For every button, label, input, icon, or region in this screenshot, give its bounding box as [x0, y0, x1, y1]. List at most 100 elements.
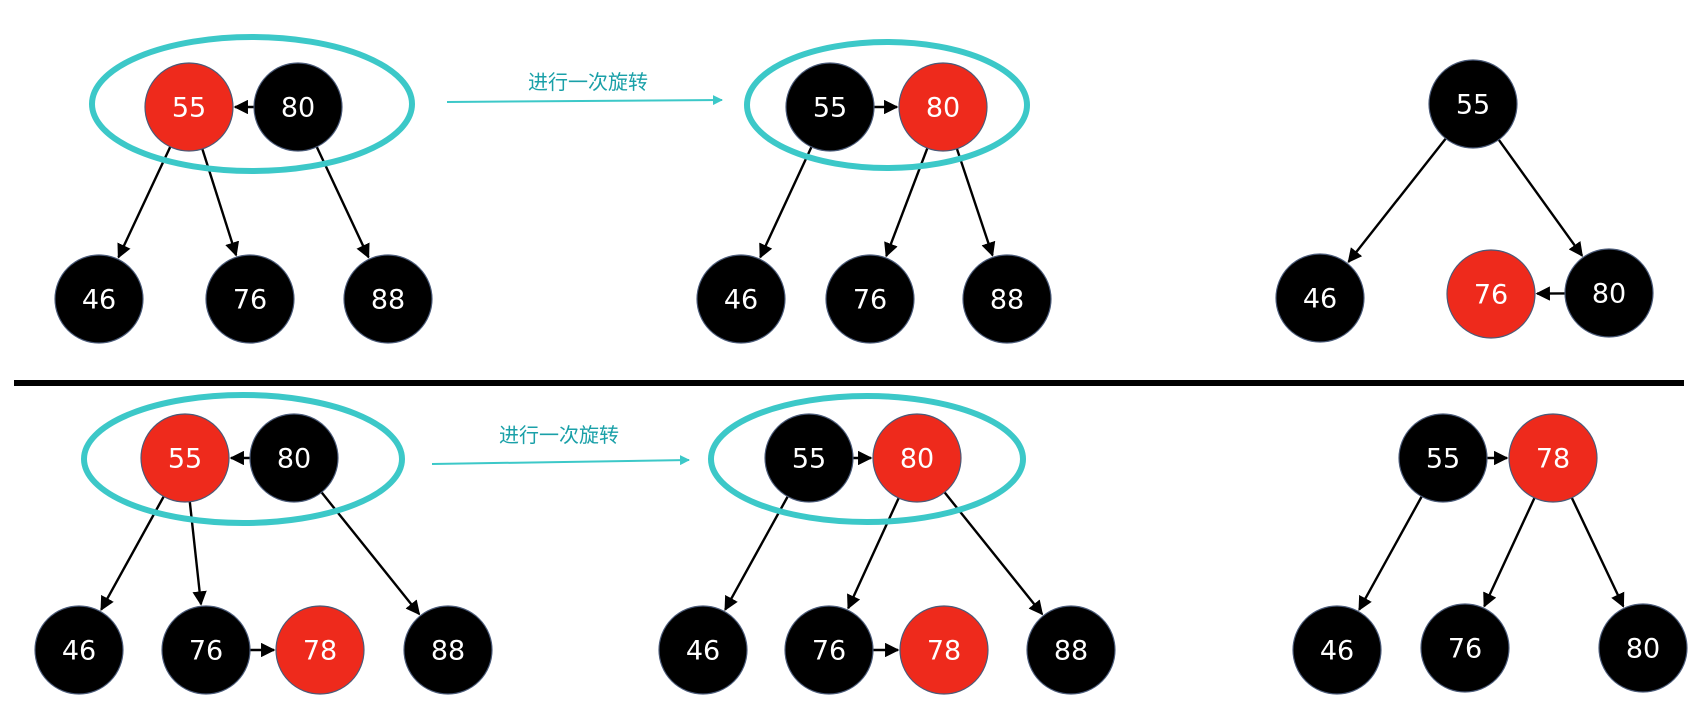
tree-node-top-after-rotation-55: 55 [1428, 59, 1518, 149]
tree-node-bottom-after-rotation-80: 80 [1598, 603, 1688, 693]
node-circle [785, 62, 875, 152]
node-circle [249, 413, 339, 503]
tree-node-bottom-before-46: 46 [34, 605, 124, 695]
tree-node-bottom-before-78: 78 [275, 605, 365, 695]
tree-node-bottom-after-rotation-76: 76 [1420, 603, 1510, 693]
node-circle [1292, 605, 1382, 695]
tree-edge-b2-55-to-b2-46 [724, 495, 789, 611]
node-circle [144, 62, 234, 152]
tree-node-bottom-before-80: 80 [249, 413, 339, 503]
node-circle [1428, 59, 1518, 149]
node-circle [1508, 413, 1598, 503]
node-label: 76 [1448, 634, 1482, 665]
node-label: 88 [1054, 636, 1088, 667]
node-label: 55 [172, 93, 206, 124]
tree-node-top-after-color-change-46: 46 [696, 254, 786, 344]
tree-edge-t1-55-to-t1-46 [117, 146, 172, 259]
node-label: 80 [277, 444, 311, 475]
node-label: 80 [1626, 634, 1660, 665]
node-label: 78 [1536, 444, 1570, 475]
tree-node-top-after-rotation-80: 80 [1564, 248, 1654, 338]
tree-node-bottom-before-76: 76 [161, 605, 251, 695]
edges-layer [100, 99, 1625, 658]
highlight-ellipse-bottom-left [81, 392, 405, 526]
node-label: 46 [724, 285, 758, 316]
node-label: 76 [1474, 280, 1508, 311]
node-circle [1026, 605, 1116, 695]
node-label: 80 [900, 444, 934, 475]
node-label: 80 [926, 93, 960, 124]
node-label: 76 [812, 636, 846, 667]
node-label: 88 [431, 636, 465, 667]
node-circle [898, 62, 988, 152]
node-label: 46 [1303, 284, 1337, 315]
node-label: 88 [990, 285, 1024, 316]
tree-node-bottom-after-color-change-80: 80 [872, 413, 962, 503]
tree-edge-b3-78-to-b3-76 [1483, 497, 1536, 608]
tree-node-top-before-46: 46 [54, 254, 144, 344]
highlight-ellipses-layer [81, 34, 1030, 526]
tree-edge-b3-78-to-b3-80 [1570, 497, 1625, 608]
rotation-label-top: 进行一次旋转 [528, 70, 648, 94]
node-label: 88 [371, 285, 405, 316]
node-circle [253, 62, 343, 152]
node-label: 76 [189, 636, 223, 667]
tree-edge-t1-55-to-t1-76 [201, 148, 240, 257]
node-label: 55 [813, 93, 847, 124]
node-label: 46 [1320, 636, 1354, 667]
node-label: 55 [1426, 444, 1460, 475]
tree-node-top-after-color-change-88: 88 [962, 254, 1052, 344]
tree-node-top-after-rotation-76: 76 [1446, 249, 1536, 339]
node-circle [872, 413, 962, 503]
highlight-ellipse-top-left [89, 34, 415, 174]
node-label: 78 [927, 636, 961, 667]
node-label: 76 [853, 285, 887, 316]
node-label: 55 [168, 444, 202, 475]
tree-edge-b3-55-to-b3-46 [1358, 495, 1423, 611]
node-label: 80 [1592, 279, 1626, 310]
highlight-ellipse-bottom-middle [708, 393, 1026, 525]
tree-node-bottom-after-color-change-46: 46 [658, 605, 748, 695]
tree-edge-b1-55-to-b1-46 [100, 495, 165, 611]
node-label: 46 [82, 285, 116, 316]
node-circle [696, 254, 786, 344]
tree-edge-t2-80-to-t2-88 [955, 148, 996, 257]
node-circle [205, 254, 295, 344]
node-circle [658, 605, 748, 695]
node-label: 78 [303, 636, 337, 667]
tree-node-bottom-after-color-change-76: 76 [784, 605, 874, 695]
node-circle [275, 605, 365, 695]
node-label: 80 [281, 93, 315, 124]
node-label: 76 [233, 285, 267, 316]
node-circle [1420, 603, 1510, 693]
tree-edge-b2-80-to-b2-88 [943, 491, 1044, 616]
tree-edge-t3-55-to-t3-80 [1497, 138, 1584, 257]
tree-node-top-before-55: 55 [144, 62, 234, 152]
tree-edge-t3-55-to-t3-46 [1347, 137, 1447, 264]
node-circle [1275, 253, 1365, 343]
tree-node-top-after-color-change-76: 76 [825, 254, 915, 344]
node-circle [1446, 249, 1536, 339]
node-circle [962, 254, 1052, 344]
node-circle [34, 605, 124, 695]
rotation-arrow-top [446, 95, 723, 106]
tree-node-top-before-80: 80 [253, 62, 343, 152]
tree-node-top-before-76: 76 [205, 254, 295, 344]
node-circle [140, 413, 230, 503]
tree-node-bottom-after-color-change-55: 55 [764, 413, 854, 503]
tree-edge-t2-55-to-t2-46 [759, 146, 813, 259]
rotation-label-bottom: 进行一次旋转 [499, 423, 619, 447]
tree-node-bottom-after-rotation-78: 78 [1508, 413, 1598, 503]
tree-node-top-before-88: 88 [343, 254, 433, 344]
tree-node-bottom-before-88: 88 [403, 605, 493, 695]
node-circle [1598, 603, 1688, 693]
tree-node-bottom-after-color-change-78: 78 [899, 605, 989, 695]
rotation-arrow-bottom [431, 455, 690, 466]
node-circle [784, 605, 874, 695]
node-circle [54, 254, 144, 344]
node-circle [343, 254, 433, 344]
tree-node-bottom-before-55: 55 [140, 413, 230, 503]
tree-node-top-after-color-change-80: 80 [898, 62, 988, 152]
node-label: 46 [686, 636, 720, 667]
